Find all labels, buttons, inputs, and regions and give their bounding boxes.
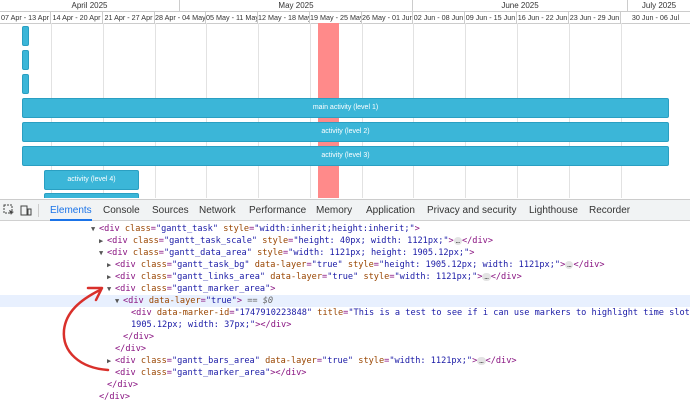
week-label: 09 Jun - 15 Jun [465,12,517,23]
week-label: 26 May - 01 Jun [362,12,413,23]
dom-node[interactable]: ▼<div class="gantt_data_area" style="wid… [99,248,475,258]
gantt-week-scale: 07 Apr - 13 Apr 14 Apr - 20 Apr 21 Apr -… [0,12,690,24]
expand-triangle-icon[interactable]: ▼ [91,225,96,233]
week-label: 12 May - 18 May [258,12,310,23]
task-bar-main-activity[interactable]: main activity (level 1) [22,98,669,118]
elements-panel: ▼<div class="gantt_task" style="width:in… [0,221,690,407]
task-bar-level-2[interactable]: activity (level 2) [22,122,669,142]
device-toolbar-icon[interactable] [20,204,32,216]
task-bar[interactable] [44,193,139,198]
week-label: 14 Apr - 20 Apr [51,12,103,23]
week-label: 05 May - 11 May [206,12,258,23]
inspect-icon[interactable] [3,204,15,216]
collapse-triangle-icon[interactable]: ▶ [107,261,112,269]
dom-close-tag[interactable]: </div> [107,380,139,390]
dom-node[interactable]: ▶<div class="gantt_task_bg" data-layer="… [107,260,605,270]
tab-console[interactable]: Console [103,205,140,216]
expand-triangle-icon[interactable]: ▼ [115,297,120,305]
tab-recorder[interactable]: Recorder [589,205,631,216]
tab-application[interactable]: Application [366,205,415,216]
week-label: 30 Jun - 06 Jul [631,13,680,22]
week-label: 19 May - 25 May [310,12,362,23]
dom-node[interactable]: ▶<div class="gantt_task_scale" style="he… [99,236,493,246]
ellipsis-badge[interactable]: … [565,260,574,269]
month-label: May 2025 [180,0,413,11]
dom-node-continuation: 1905.12px; width: 37px;"></div> [131,320,292,330]
tab-performance[interactable]: Performance [249,205,307,216]
devtools-toolbar: Elements Console Sources Network Perform… [0,199,690,221]
collapse-triangle-icon[interactable]: ▶ [99,237,104,245]
tab-sources[interactable]: Sources [152,205,189,216]
week-label: 28 Apr - 04 May [155,12,206,23]
expand-triangle-icon[interactable]: ▼ [107,285,112,293]
dom-node[interactable]: ▼<div class="gantt_marker_area"> [107,284,276,294]
gantt-chart: April 2025 May 2025 June 2025 July 2025 … [0,0,690,198]
ellipsis-badge[interactable]: … [453,236,462,245]
gantt-month-scale: April 2025 May 2025 June 2025 July 2025 [0,0,690,12]
toolbar-divider [38,204,39,217]
dom-node[interactable]: ▶<div class="gantt_links_area" data-laye… [107,272,522,282]
dom-close-tag[interactable]: </div> [115,344,147,354]
dom-node[interactable]: <div class="gantt_marker_area"></div> [115,368,307,378]
task-bar[interactable] [22,50,29,70]
month-label: June 2025 [413,0,628,11]
ellipsis-badge[interactable]: … [477,356,486,365]
dom-close-tag[interactable]: </div> [99,392,131,402]
dom-node[interactable]: <div data-marker-id="1747910223848" titl… [131,308,690,318]
tab-memory[interactable]: Memory [316,205,353,216]
week-label: 16 Jun - 22 Jun [517,12,569,23]
collapse-triangle-icon[interactable]: ▶ [107,273,112,281]
week-label: 07 Apr - 13 Apr [0,12,51,23]
week-label: 21 Apr - 27 Apr [103,12,155,23]
dom-close-tag[interactable]: </div> [123,332,155,342]
task-bar[interactable] [22,74,29,94]
task-bar-level-4[interactable]: activity (level 4) [44,170,139,190]
week-label: 23 Jun - 29 Jun [569,12,621,23]
task-bar[interactable] [22,26,29,46]
tab-network[interactable]: Network [199,205,236,216]
dom-node-selected[interactable]: ▼<div data-layer="true"> == $0 [0,295,690,307]
collapse-triangle-icon[interactable]: ▶ [107,357,112,365]
dom-node[interactable]: ▶<div class="gantt_bars_area" data-layer… [107,356,517,366]
dom-node[interactable]: ▼<div class="gantt_task" style="width:in… [91,224,420,234]
task-bar-level-3[interactable]: activity (level 3) [22,146,669,166]
week-label: 02 Jun - 08 Jun [413,12,465,23]
ellipsis-badge[interactable]: … [482,272,491,281]
tab-elements[interactable]: Elements [50,200,92,221]
month-label: July 2025 [641,1,677,10]
tab-privacy-security[interactable]: Privacy and security [427,205,517,216]
expand-triangle-icon[interactable]: ▼ [99,249,104,257]
tab-lighthouse[interactable]: Lighthouse [529,205,578,216]
month-label: April 2025 [0,0,180,11]
